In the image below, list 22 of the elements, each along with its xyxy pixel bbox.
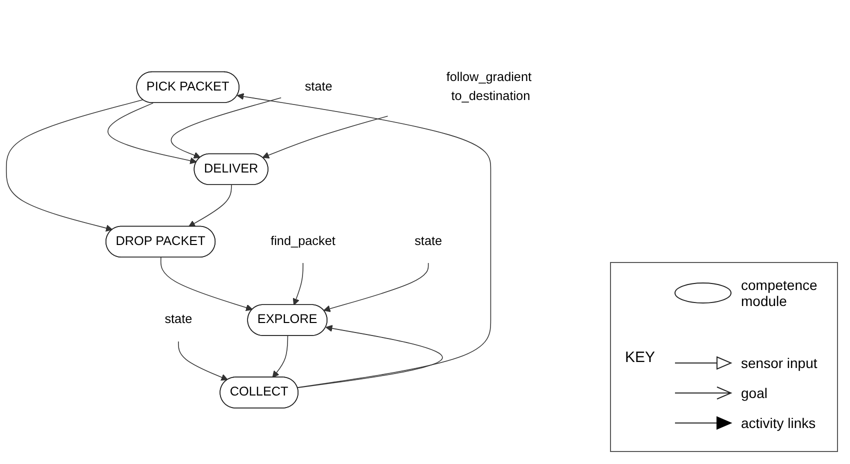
legend-label: sensor input — [741, 355, 818, 371]
arrow — [272, 335, 288, 378]
arrow — [236, 92, 492, 388]
node-text: state — [304, 80, 332, 94]
node-text: state — [414, 234, 442, 248]
arrow — [6, 99, 144, 232]
legend-label: goal — [741, 385, 768, 401]
arrow — [292, 262, 304, 306]
arrow — [188, 184, 232, 227]
node-text: follow_gradient to_destination — [446, 70, 532, 103]
arrow — [108, 102, 197, 164]
key-label: KEY — [625, 349, 656, 366]
arrow — [297, 324, 443, 388]
node-text: find_packet — [270, 234, 336, 248]
node-text: state — [164, 312, 192, 326]
arrow — [323, 262, 429, 312]
legend-label: competence module — [741, 277, 818, 309]
legend-label: activity links — [741, 415, 816, 431]
arrow — [178, 340, 228, 380]
arrow — [262, 116, 388, 158]
arrow — [160, 256, 253, 311]
arrow — [170, 97, 282, 158]
